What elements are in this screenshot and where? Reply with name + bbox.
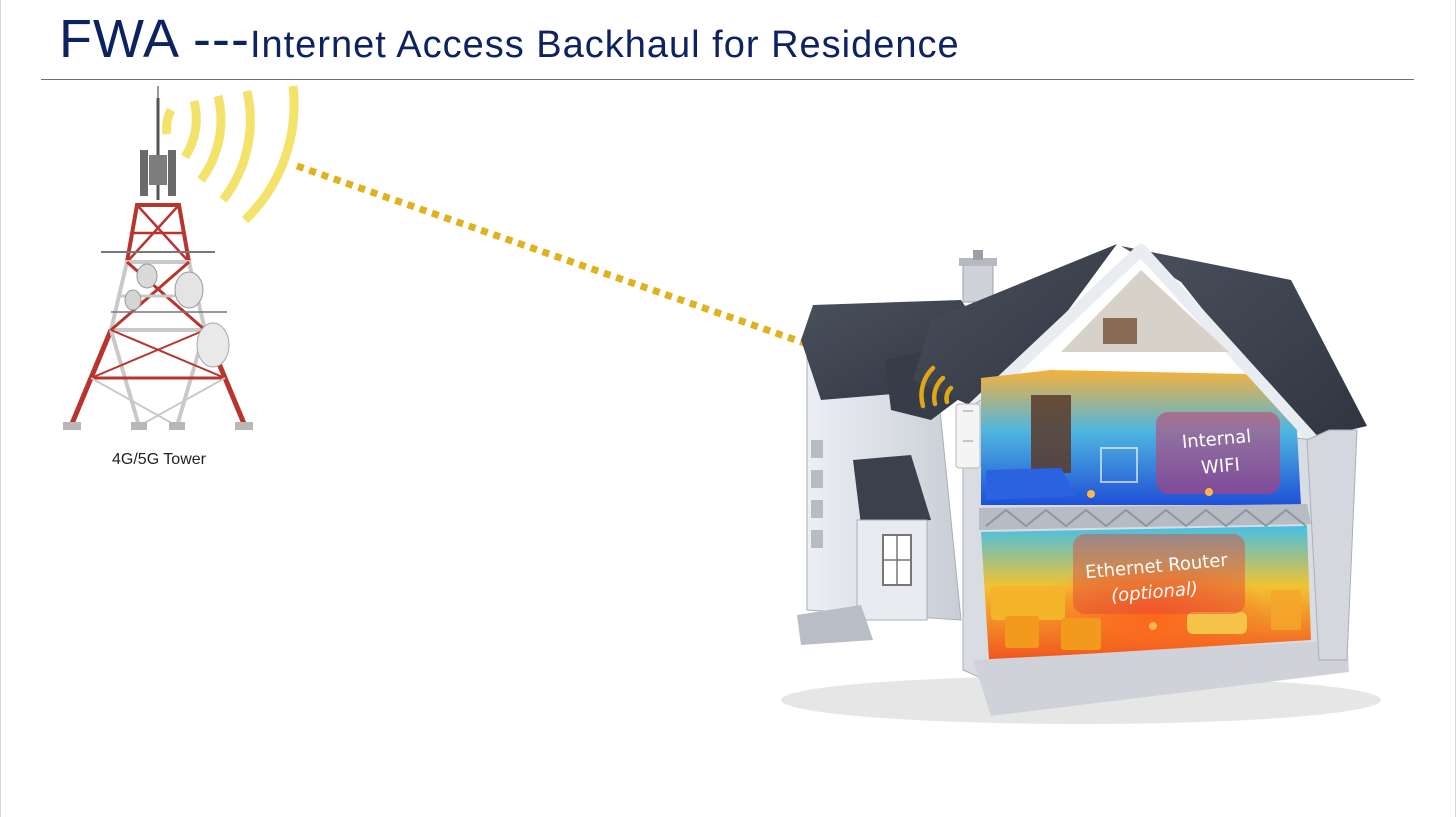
slide-title: FWA ---Internet Access Backhaul for Resi… xyxy=(59,12,960,66)
cell-tower-icon xyxy=(63,86,253,430)
cpe-signal-icon xyxy=(919,365,954,409)
house-icon xyxy=(781,244,1381,724)
router-zone xyxy=(1073,534,1245,614)
title-divider xyxy=(41,79,1414,80)
cpe-device-icon xyxy=(955,403,981,469)
wifi-zone xyxy=(1156,412,1280,494)
signal-wave-icon xyxy=(162,85,299,224)
wifi-label-line2: WIFI xyxy=(1200,454,1240,478)
tower-caption: 4G/5G Tower xyxy=(112,451,206,468)
title-main: FWA --- xyxy=(59,9,250,69)
title-sub: Internet Access Backhaul for Residence xyxy=(249,24,960,66)
